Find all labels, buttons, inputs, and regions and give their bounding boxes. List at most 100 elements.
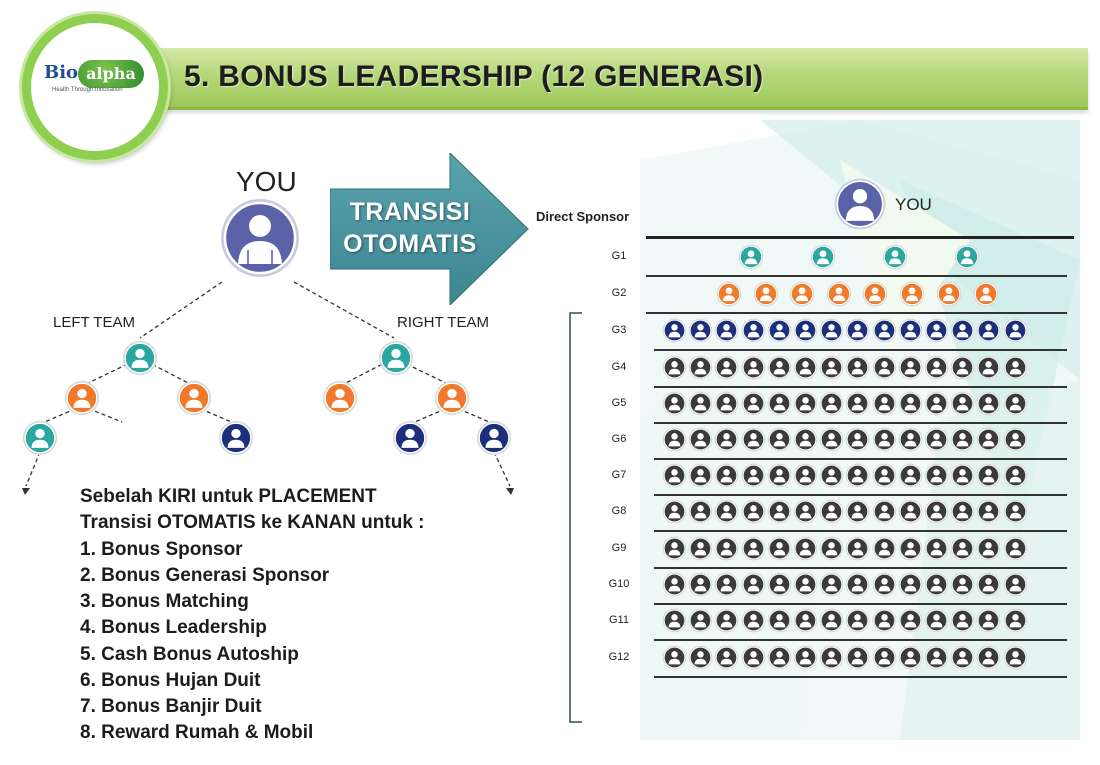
tree-node-icon xyxy=(322,380,358,416)
member-icon xyxy=(1003,645,1028,670)
generation-divider xyxy=(654,349,1067,351)
member-icon xyxy=(688,608,713,633)
member-icon xyxy=(753,281,779,307)
member-icon xyxy=(950,572,975,597)
generation-label: G11 xyxy=(609,614,629,626)
member-icon xyxy=(741,463,766,488)
member-icon xyxy=(688,572,713,597)
member-icon xyxy=(662,391,687,416)
member-icon xyxy=(714,572,739,597)
member-icon xyxy=(950,608,975,633)
direct-sponsor-line xyxy=(646,236,1074,239)
member-icon xyxy=(898,318,923,343)
member-icon xyxy=(714,608,739,633)
page-title: 5. BONUS LEADERSHIP (12 GENERASI) xyxy=(184,60,764,93)
member-icon xyxy=(662,608,687,633)
panel-you-label: YOU xyxy=(895,195,932,214)
generation-label: G5 xyxy=(611,397,627,409)
member-icon xyxy=(976,645,1001,670)
member-icon xyxy=(898,499,923,524)
member-icon xyxy=(662,572,687,597)
member-icon xyxy=(793,499,818,524)
member-icon xyxy=(924,391,949,416)
member-icon xyxy=(976,536,1001,561)
note-line: 8. Reward Rumah & Mobil xyxy=(80,722,314,743)
logo-bio-text: Bio xyxy=(44,62,79,83)
member-icon xyxy=(1003,318,1028,343)
member-icon xyxy=(741,499,766,524)
note-line: 2. Bonus Generasi Sponsor xyxy=(80,565,330,586)
member-icon xyxy=(819,499,844,524)
member-icon xyxy=(924,572,949,597)
member-icon xyxy=(950,536,975,561)
left-team-label: LEFT TEAM xyxy=(53,314,135,331)
logo-tagline: Health Through Innovation xyxy=(52,87,123,93)
member-icon xyxy=(741,355,766,380)
member-icon xyxy=(714,355,739,380)
arrow-line-2: OTOMATIS xyxy=(343,230,477,258)
member-icon xyxy=(924,318,949,343)
right-team-node-icon xyxy=(378,340,414,376)
arrow-label: TRANSISI OTOMATIS xyxy=(336,196,484,260)
right-team-label: RIGHT TEAM xyxy=(397,314,489,331)
member-icon xyxy=(924,427,949,452)
member-icon xyxy=(924,608,949,633)
member-icon xyxy=(793,572,818,597)
member-icon xyxy=(1003,463,1028,488)
member-icon xyxy=(741,645,766,670)
member-icon xyxy=(976,608,1001,633)
member-icon xyxy=(741,608,766,633)
member-icon xyxy=(872,427,897,452)
member-icon xyxy=(1003,355,1028,380)
member-icon xyxy=(872,391,897,416)
generation-divider xyxy=(646,275,1067,277)
member-icon xyxy=(793,355,818,380)
member-icon xyxy=(688,463,713,488)
generation-divider xyxy=(654,639,1067,641)
member-icon xyxy=(688,536,713,561)
member-icon xyxy=(950,645,975,670)
member-icon xyxy=(845,572,870,597)
generation-divider xyxy=(654,676,1067,678)
member-icon xyxy=(845,608,870,633)
note-line: Sebelah KIRI untuk PLACEMENT xyxy=(80,486,377,507)
member-icon xyxy=(767,608,792,633)
member-icon xyxy=(767,427,792,452)
member-icon xyxy=(819,355,844,380)
member-icon xyxy=(1003,536,1028,561)
member-icon xyxy=(898,645,923,670)
member-icon xyxy=(872,355,897,380)
generation-bracket xyxy=(569,312,582,723)
member-icon xyxy=(819,318,844,343)
generation-label: G10 xyxy=(608,578,630,590)
member-icon xyxy=(767,645,792,670)
arrow-line-1: TRANSISI xyxy=(349,198,471,226)
note-line: 6. Bonus Hujan Duit xyxy=(80,670,261,691)
member-icon xyxy=(793,463,818,488)
member-icon xyxy=(924,536,949,561)
member-icon xyxy=(1003,572,1028,597)
member-icon xyxy=(819,463,844,488)
generation-label: G3 xyxy=(611,324,627,336)
member-icon xyxy=(872,572,897,597)
member-icon xyxy=(826,281,852,307)
member-icon xyxy=(767,499,792,524)
member-icon xyxy=(767,391,792,416)
note-line: 1. Bonus Sponsor xyxy=(80,539,243,560)
member-icon xyxy=(741,572,766,597)
logo-alpha-text: alpha xyxy=(78,60,144,88)
member-icon xyxy=(845,391,870,416)
member-icon xyxy=(741,427,766,452)
generation-label: G8 xyxy=(611,505,627,517)
member-icon xyxy=(976,463,1001,488)
header-bar xyxy=(60,48,1088,110)
member-icon xyxy=(950,463,975,488)
member-icon xyxy=(898,427,923,452)
member-icon xyxy=(741,391,766,416)
member-icon xyxy=(793,645,818,670)
member-icon xyxy=(872,318,897,343)
member-icon xyxy=(872,463,897,488)
direct-sponsor-label: Direct Sponsor xyxy=(536,209,630,224)
member-icon xyxy=(810,244,836,270)
note-line: 5. Cash Bonus Autoship xyxy=(80,644,299,665)
